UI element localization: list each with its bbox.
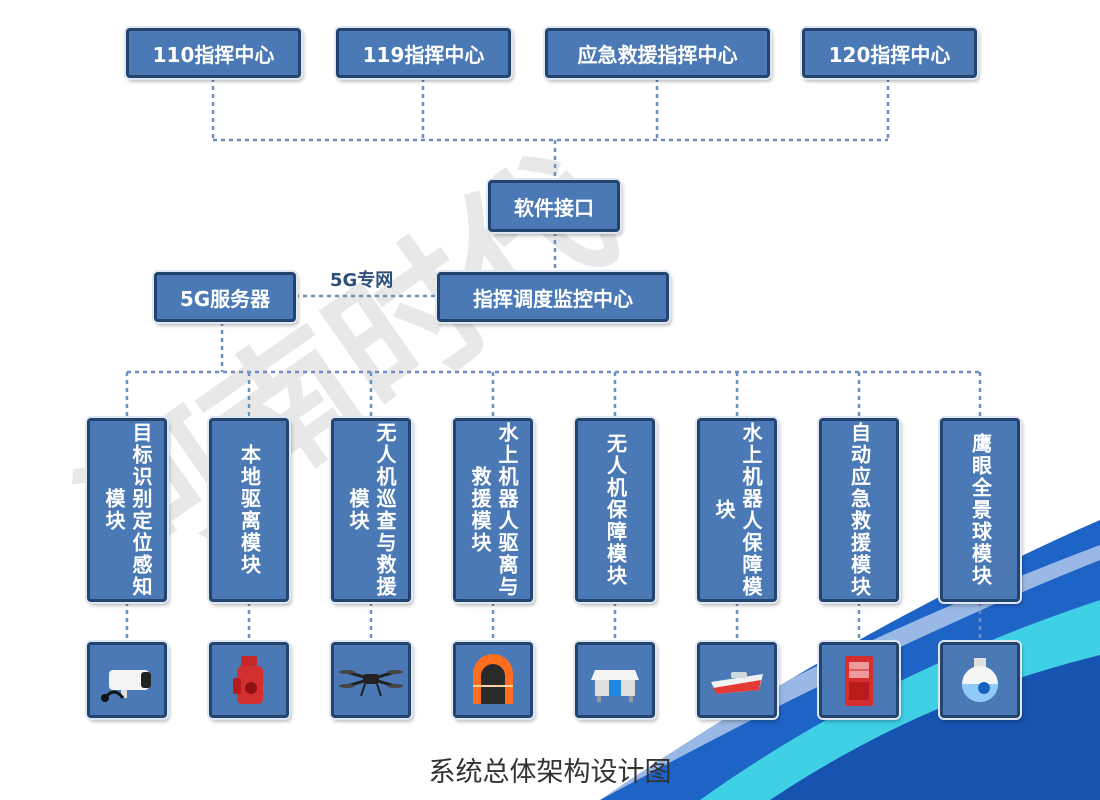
module-eagle-eye: 鹰眼全景球模块 [940, 418, 1020, 602]
center-emergency: 应急救援指挥中心 [545, 28, 770, 78]
module-label: 无人机保障模块 [603, 433, 628, 587]
device-siren [209, 642, 289, 718]
life-raft-icon [473, 654, 513, 704]
device-drone-dock [575, 642, 655, 718]
command-center: 指挥调度监控中心 [437, 272, 669, 322]
module-water-robot: 水上机器人驱离与救援模块 [453, 418, 533, 602]
module-label: 本地驱离模块 [237, 444, 262, 576]
module-water-robot-support: 水上机器人保障模块 [697, 418, 777, 602]
siren-speaker-icon [233, 656, 263, 704]
device-camera [87, 642, 167, 718]
device-life-raft [453, 642, 533, 718]
rescue-cabinet-icon [845, 656, 873, 706]
module-label: 无人机巡查与救援模块 [346, 422, 397, 598]
module-auto-rescue: 自动应急救援模块 [819, 418, 899, 602]
network-label: 5G专网 [330, 270, 394, 291]
module-target-detection: 目标识别定位感知模块 [87, 418, 167, 602]
diagram-caption: 系统总体架构设计图 [428, 757, 672, 788]
drone-dock-icon [591, 670, 639, 702]
software-interface: 软件接口 [488, 180, 620, 232]
module-local-dispersal: 本地驱离模块 [209, 418, 289, 602]
module-drone-patrol: 无人机巡查与救援模块 [331, 418, 411, 602]
center-119: 119指挥中心 [336, 28, 511, 78]
rescue-boat-icon [711, 672, 763, 694]
module-label: 鹰眼全景球模块 [968, 433, 993, 587]
device-rescue-boat [697, 642, 777, 718]
module-label: 水上机器人保障模块 [712, 422, 763, 598]
module-label: 目标识别定位感知模块 [102, 422, 153, 598]
device-dome-camera [940, 642, 1020, 718]
center-110: 110指挥中心 [126, 28, 301, 78]
camera-icon [101, 670, 151, 702]
server-5g: 5G服务器 [154, 272, 296, 322]
module-label: 水上机器人驱离与救援模块 [468, 422, 519, 598]
module-drone-support: 无人机保障模块 [575, 418, 655, 602]
device-rescue-cabinet [819, 642, 899, 718]
center-120: 120指挥中心 [802, 28, 977, 78]
module-label: 自动应急救援模块 [847, 422, 872, 598]
device-drone [331, 642, 411, 718]
dome-camera-icon [962, 658, 998, 702]
drone-icon [339, 670, 403, 697]
